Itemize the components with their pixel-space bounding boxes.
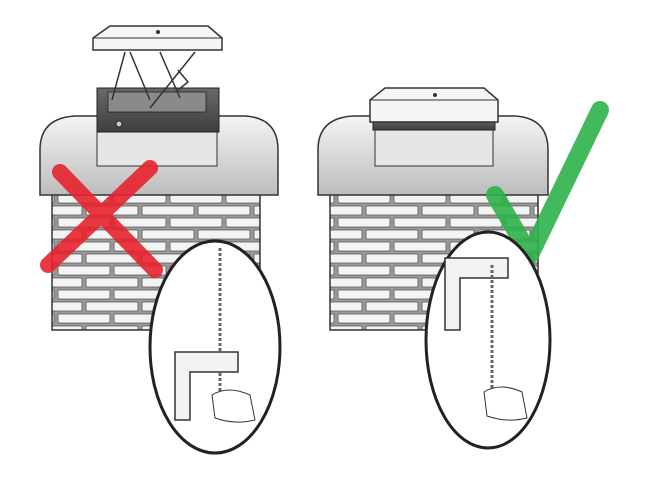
- check-mark-icon: [486, 101, 609, 264]
- damper-lid-closed: [369, 87, 499, 123]
- chain-bracket: [174, 351, 239, 421]
- inset-chain-detail-left: [148, 239, 282, 455]
- x-mark-icon: [40, 160, 163, 278]
- chimney-right-correct: [317, 87, 609, 450]
- chimney-left-incorrect: [39, 25, 282, 455]
- hand-icon: [483, 386, 528, 421]
- damper-springs: [111, 51, 196, 109]
- hand-icon: [211, 389, 256, 423]
